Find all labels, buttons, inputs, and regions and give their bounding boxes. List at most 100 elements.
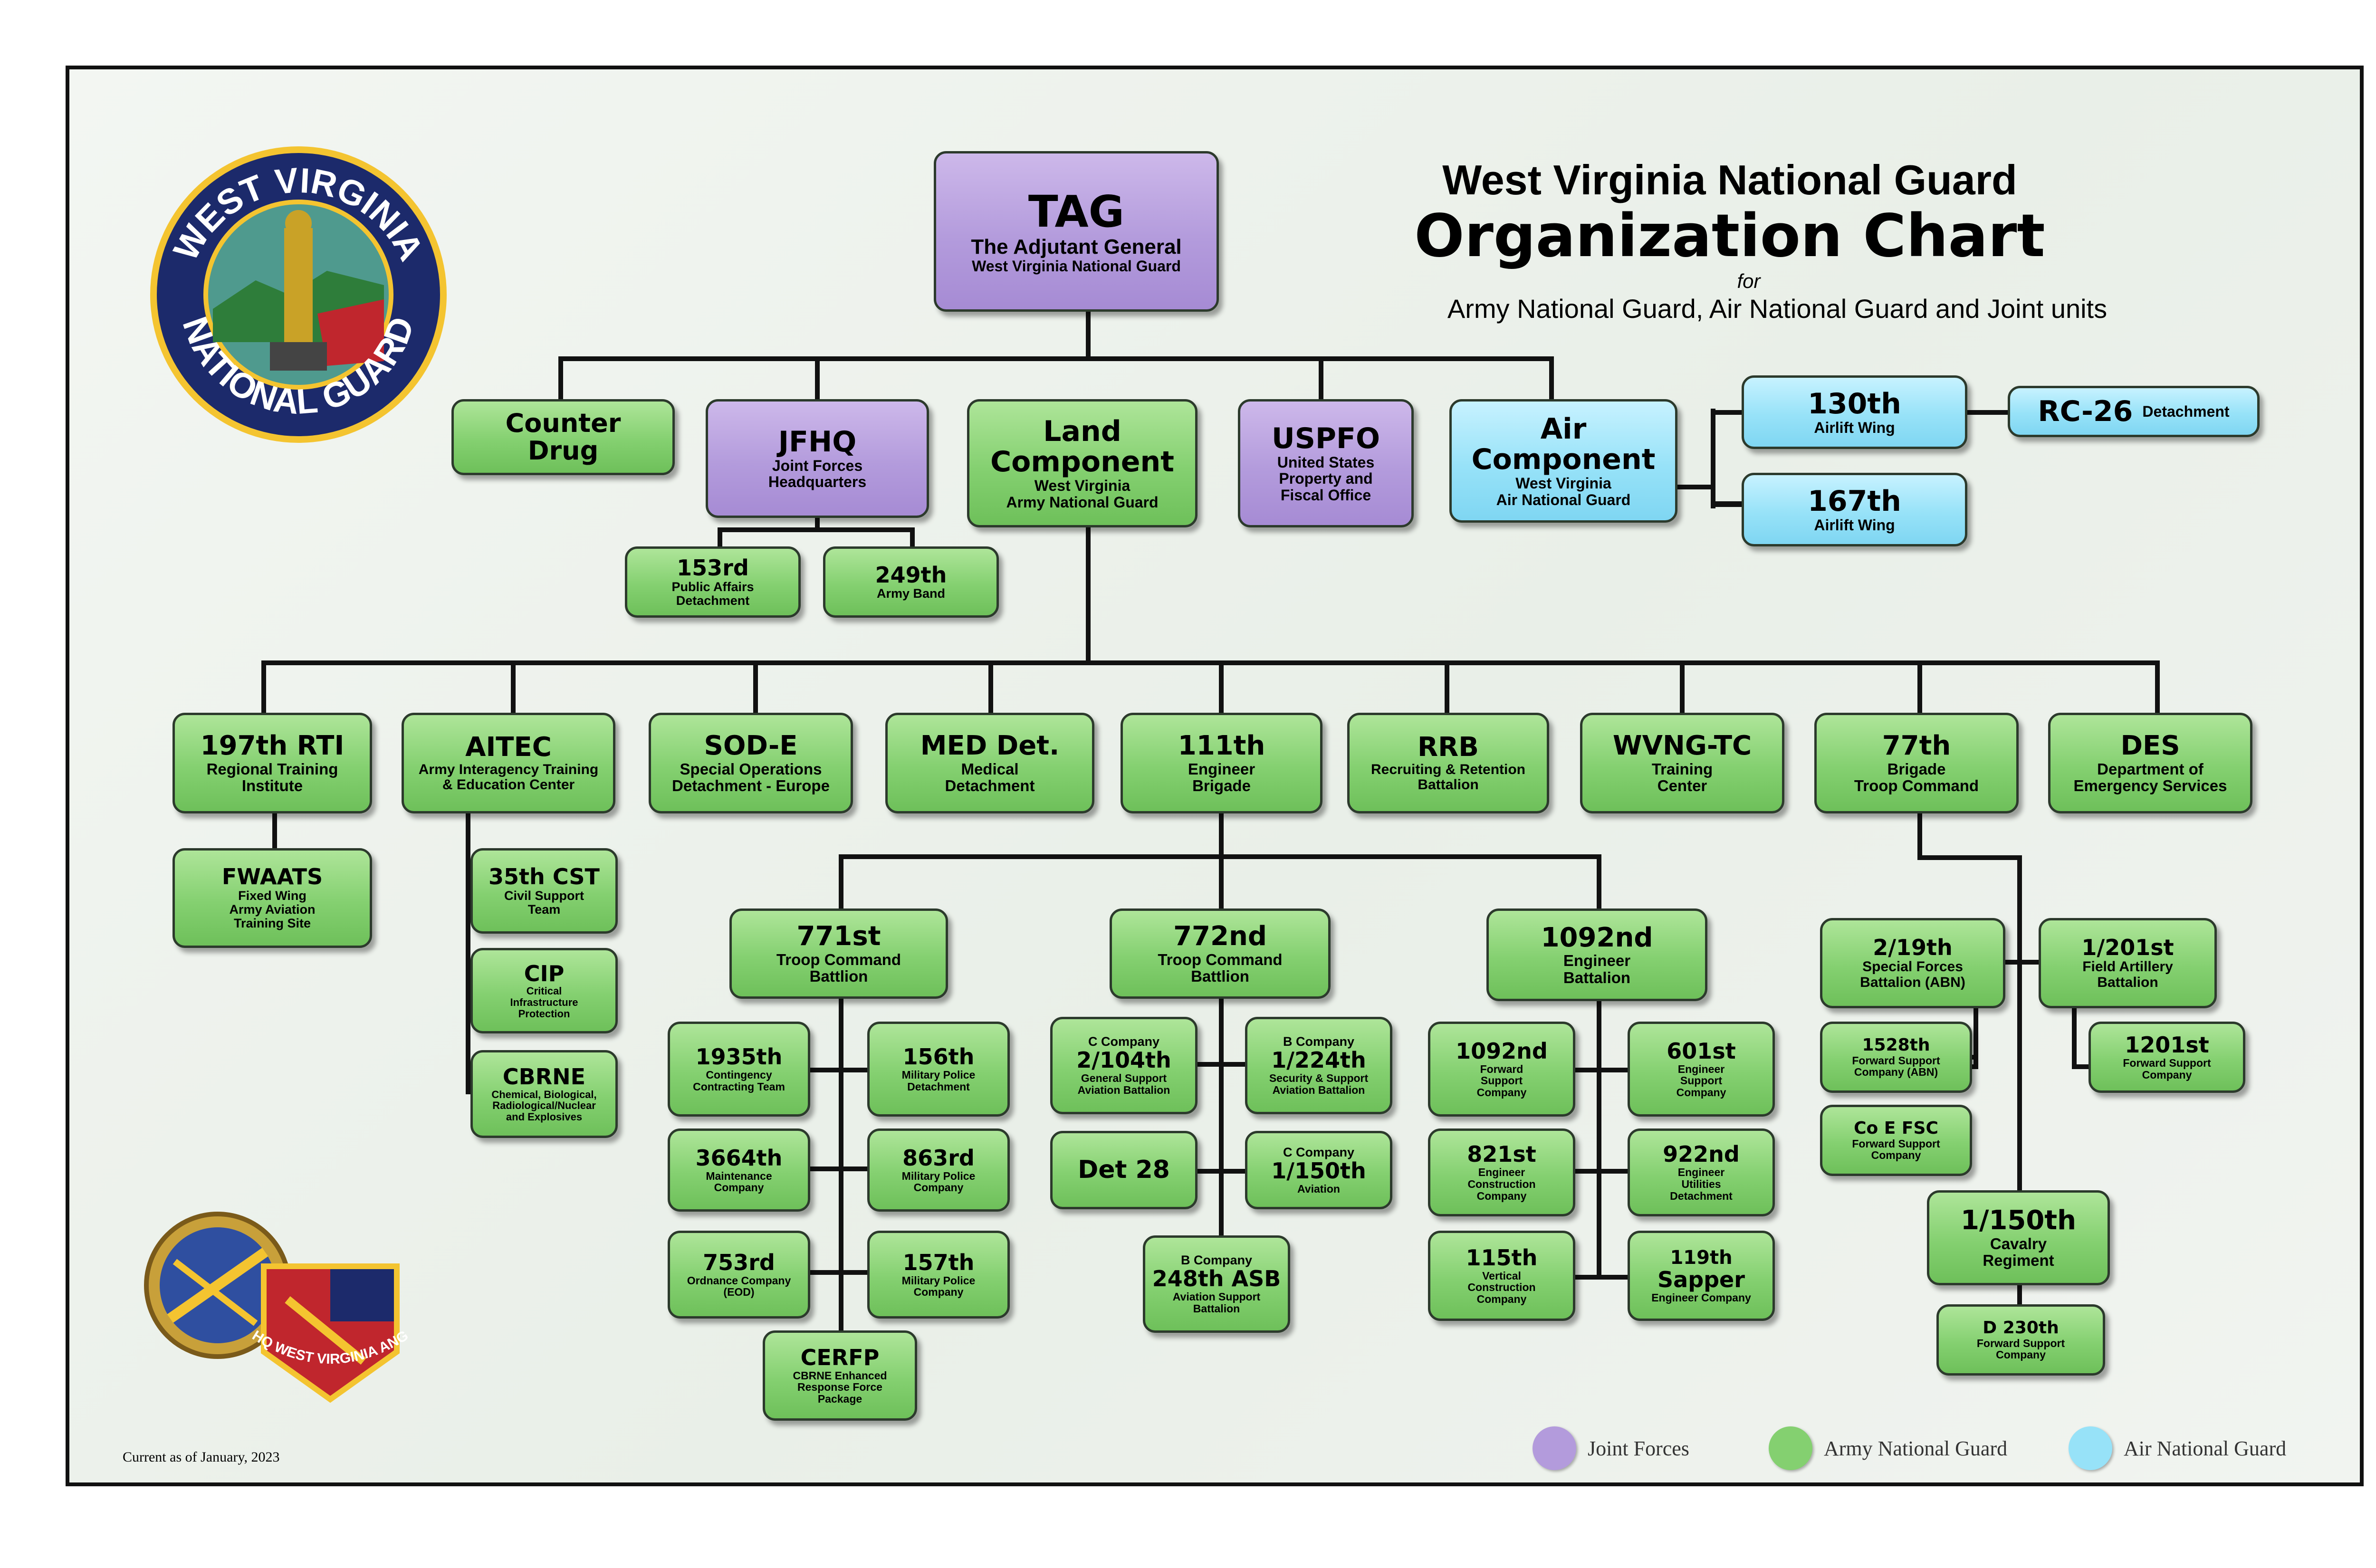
unit-119th-sapper[interactable]: 119th Sapper Engineer Company — [1628, 1231, 1775, 1321]
unit-tag[interactable]: TAG The Adjutant General West Virginia N… — [934, 151, 1219, 312]
unit-1201st-fsc[interactable]: 1201st Forward Support Company — [2089, 1022, 2245, 1093]
unit-249th-army-band[interactable]: 249th Army Band — [823, 546, 999, 618]
unit-130th-airlift-wing[interactable]: 130th Airlift Wing — [1742, 375, 1967, 449]
unit-772nd-troop-command[interactable]: 772nd Troop Command Battlion — [1110, 908, 1331, 999]
unit-subtitle: Company — [2142, 1068, 2192, 1081]
unit-counter-drug[interactable]: Counter Drug — [451, 399, 675, 475]
unit-title: Air — [1540, 412, 1587, 446]
unit-subtitle: Engineer — [1677, 1062, 1725, 1075]
unit-3664th-maintenance[interactable]: 3664th Maintenance Company — [668, 1128, 810, 1212]
unit-wvng-tc[interactable]: WVNG-TC Training Center — [1580, 713, 1784, 813]
unit-air-component[interactable]: Air Component West Virginia Air National… — [1449, 399, 1677, 523]
unit-subtitle: Army Interagency Training — [418, 761, 599, 777]
unit-cerfp[interactable]: CERFP CBRNE Enhanced Response Force Pack… — [763, 1330, 917, 1421]
unit-1-150th-cavalry[interactable]: 1/150th Cavalry Regiment — [1927, 1190, 2110, 1285]
legend-swatch — [1769, 1426, 1812, 1470]
legend-label: Army National Guard — [1824, 1436, 2008, 1460]
unit-subtitle: Forward — [1480, 1062, 1523, 1075]
unit-c-co-1-150th-aviation[interactable]: C Company 1/150th Aviation — [1245, 1131, 1392, 1209]
unit-fwaats[interactable]: FWAATS Fixed Wing Army Aviation Training… — [172, 848, 372, 948]
unit-157th-mp-company[interactable]: 157th Military Police Company — [867, 1231, 1010, 1319]
unit-aitec[interactable]: AITEC Army Interagency Training & Educat… — [402, 713, 615, 813]
legend-label: Air National Guard — [2124, 1436, 2287, 1460]
unit-uspfo[interactable]: USPFO United States Property and Fiscal … — [1238, 399, 1414, 527]
unit-subtitle: West Virginia — [1515, 475, 1611, 492]
unit-det-28[interactable]: Det 28 — [1050, 1131, 1198, 1209]
unit-863rd-mp-company[interactable]: 863rd Military Police Company — [867, 1128, 1010, 1212]
unit-title: Component — [990, 445, 1174, 479]
unit-cip[interactable]: CIP Critical Infrastructure Protection — [470, 948, 618, 1033]
unit-35th-cst[interactable]: 35th CST Civil Support Team — [470, 848, 618, 934]
unit-922nd-eud[interactable]: 922nd Engineer Utilities Detachment — [1628, 1128, 1775, 1216]
legend-label: Joint Forces — [1588, 1436, 1689, 1460]
unit-co-e-fsc[interactable]: Co E FSC Forward Support Company — [1820, 1105, 1972, 1176]
unit-title: JFHQ — [778, 425, 857, 459]
unit-153rd-pad[interactable]: 153rd Public Affairs Detachment — [625, 546, 801, 618]
unit-rrb[interactable]: RRB Recruiting & Retention Battalion — [1347, 713, 1549, 813]
unit-subtitle: Support — [1480, 1074, 1523, 1087]
unit-title: 156th — [902, 1044, 975, 1070]
unit-title: 772nd — [1173, 921, 1267, 952]
unit-1092nd-engineer-battalion[interactable]: 1092nd Engineer Battalion — [1486, 908, 1707, 1001]
unit-subtitle: Brigade — [1887, 760, 1946, 778]
unit-title: 35th CST — [489, 864, 600, 889]
unit-197th-rti[interactable]: 197th RTI Regional Training Institute — [172, 713, 372, 813]
unit-cbrne[interactable]: CBRNE Chemical, Biological, Radiological… — [470, 1050, 618, 1138]
seal-top-text: WEST VIRGINIA — [166, 160, 431, 267]
unit-c-co-2-104th[interactable]: C Company 2/104th General Support Aviati… — [1050, 1017, 1198, 1114]
unit-subtitle: Public Affairs — [671, 579, 754, 594]
unit-title: RC-26 — [2038, 394, 2133, 428]
unit-subtitle: Forward Support — [1852, 1137, 1940, 1150]
unit-821st-ecc[interactable]: 821st Engineer Construction Company — [1428, 1128, 1575, 1216]
unit-601st-esc[interactable]: 601st Engineer Support Company — [1628, 1022, 1775, 1117]
unit-rc26-detachment[interactable]: RC-26 Detachment — [2008, 386, 2260, 437]
unit-sod-e[interactable]: SOD-E Special Operations Detachment - Eu… — [649, 713, 853, 813]
unit-1092nd-fsc[interactable]: 1092nd Forward Support Company — [1428, 1022, 1575, 1117]
unit-title: 1/150th — [1271, 1157, 1366, 1184]
unit-subtitle: General Support — [1081, 1072, 1167, 1085]
unit-subtitle: and Explosives — [506, 1111, 583, 1123]
unit-prefix: B Company — [1283, 1034, 1355, 1049]
unit-156th-mp-detachment[interactable]: 156th Military Police Detachment — [867, 1022, 1010, 1117]
unit-subtitle: Center — [1657, 777, 1707, 795]
unit-title: 111th — [1178, 730, 1265, 762]
unit-subtitle: & Education Center — [442, 777, 575, 793]
unit-title: Det 28 — [1078, 1156, 1170, 1185]
unit-b-co-248th-asb[interactable]: B Company 248th ASB Aviation Support Bat… — [1143, 1235, 1290, 1333]
unit-167th-airlift-wing[interactable]: 167th Airlift Wing — [1742, 473, 1967, 546]
unit-753rd-ordnance[interactable]: 753rd Ordnance Company (EOD) — [668, 1231, 810, 1319]
unit-jfhq[interactable]: JFHQ Joint Forces Headquarters — [706, 399, 929, 518]
patch-text-banner: HQ WEST VIRGINIA ANG — [249, 1330, 411, 1367]
legend-army-national-guard: Army National Guard — [1769, 1426, 2007, 1470]
unit-115th-vcc[interactable]: 115th Vertical Construction Company — [1428, 1231, 1575, 1321]
unit-subtitle: Critical — [526, 985, 562, 997]
unit-1935th-cct[interactable]: 1935th Contingency Contracting Team — [668, 1022, 810, 1117]
unit-subtitle: Airlift Wing — [1814, 419, 1895, 436]
unit-subtitle: Regional Training — [206, 760, 338, 778]
unit-subtitle: Field Artillery — [2082, 959, 2173, 975]
unit-b-co-1-224th[interactable]: B Company 1/224th Security & Support Avi… — [1245, 1017, 1392, 1114]
unit-title: Drug — [527, 436, 599, 466]
unit-subtitle: Company (ABN) — [1854, 1066, 1938, 1079]
unit-1-201st-fa[interactable]: 1/201st Field Artillery Battalion — [2039, 918, 2217, 1008]
unit-77th-brigade-troop-command[interactable]: 77th Brigade Troop Command — [1814, 713, 2019, 813]
unit-d-230th-fsc[interactable]: D 230th Forward Support Company — [1936, 1304, 2105, 1376]
unit-subtitle: Airlift Wing — [1814, 516, 1895, 534]
unit-subtitle: Support — [1680, 1074, 1723, 1087]
unit-subtitle: Medical — [961, 760, 1019, 778]
unit-subtitle: Air National Guard — [1496, 491, 1631, 508]
unit-111th-engineer-brigade[interactable]: 111th Engineer Brigade — [1121, 713, 1322, 813]
unit-subtitle: Training Site — [233, 916, 311, 931]
unit-subtitle: Forward Support — [2123, 1057, 2211, 1069]
unit-des[interactable]: DES Department of Emergency Services — [2048, 713, 2252, 813]
unit-title: D 230th — [1983, 1318, 2059, 1338]
unit-771st-troop-command[interactable]: 771st Troop Command Battlion — [729, 908, 948, 999]
unit-subtitle: Army National Guard — [1006, 493, 1159, 511]
unit-subtitle: Company — [1676, 1086, 1726, 1099]
unit-1528th-fsc[interactable]: 1528th Forward Support Company (ABN) — [1820, 1022, 1972, 1093]
unit-land-component[interactable]: Land Component West Virginia Army Nation… — [967, 399, 1198, 527]
unit-2-19th-sf[interactable]: 2/19th Special Forces Battalion (ABN) — [1820, 918, 2005, 1008]
unit-subtitle: Company — [714, 1181, 764, 1194]
unit-subtitle: Fixed Wing — [238, 889, 307, 903]
unit-med-det[interactable]: MED Det. Medical Detachment — [885, 713, 1094, 813]
